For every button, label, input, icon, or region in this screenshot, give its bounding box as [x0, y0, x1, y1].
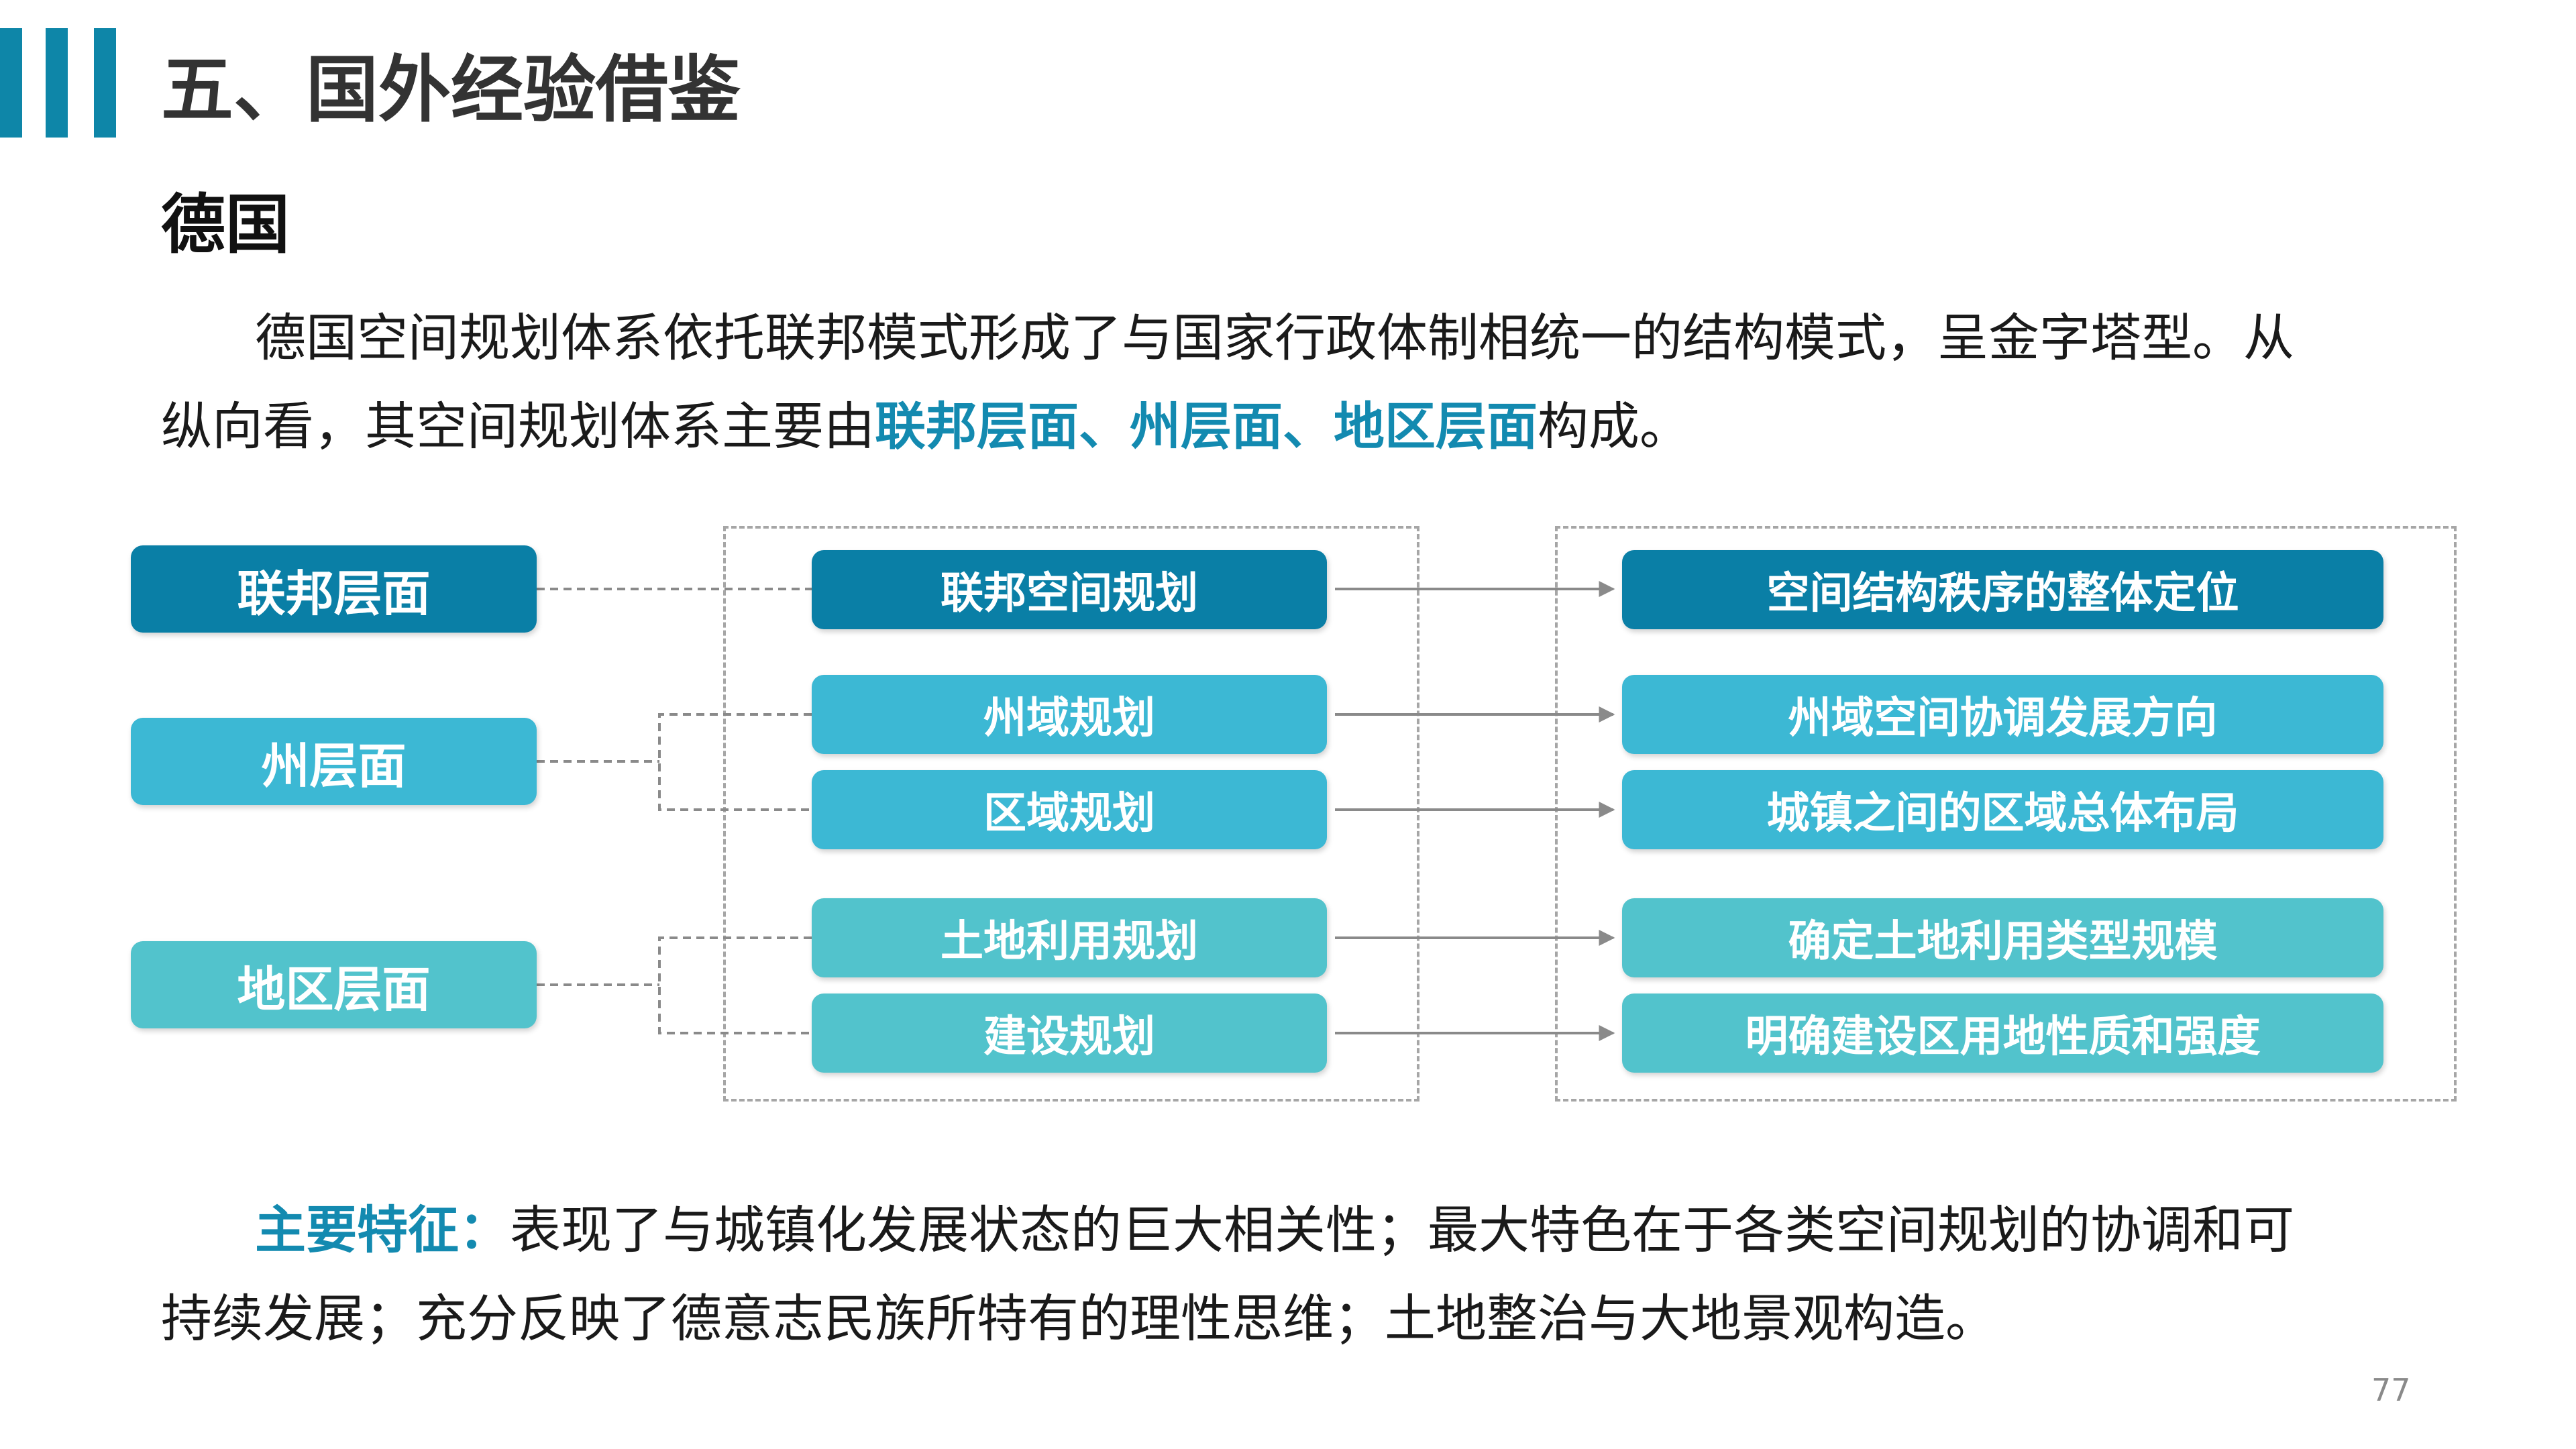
page-number: 77 [2371, 1372, 2411, 1408]
intro-line-2: 纵向看，其空间规划体系主要由联邦层面、州层面、地区层面构成。 [161, 377, 2469, 476]
goal-land-use-scale: 确定土地利用类型规模 [1622, 898, 2383, 977]
goals-frame [1555, 526, 2457, 1102]
title-bar-3 [94, 28, 116, 138]
plan-regional: 区域规划 [812, 770, 1327, 849]
level-federal: 联邦层面 [131, 545, 537, 633]
intro-text-2: 纵向看，其空间规划体系主要由 [161, 396, 875, 456]
intro-text-1: 德国空间规划体系依托联邦模式形成了与国家行政体制相统一的结构模式，呈金字塔型。从 [255, 308, 2294, 368]
plan-state: 州域规划 [812, 675, 1327, 754]
goal-construction-intensity: 明确建设区用地性质和强度 [1622, 994, 2383, 1073]
features-label: 主要特征： [255, 1200, 510, 1260]
goal-state-development: 州域空间协调发展方向 [1622, 675, 2383, 754]
plan-federal-spatial: 联邦空间规划 [812, 550, 1327, 629]
intro-highlight: 联邦层面、州层面、地区层面 [875, 396, 1538, 456]
plan-construction: 建设规划 [812, 994, 1327, 1073]
section-heading: 德国 [161, 187, 290, 262]
goal-spatial-order: 空间结构秩序的整体定位 [1622, 550, 2383, 629]
title-bar-1 [0, 28, 22, 138]
features-text-2: 持续发展；充分反映了德意志民族所特有的理性思维；土地整治与大地景观构造。 [161, 1289, 1996, 1348]
intro-text-3: 构成。 [1538, 396, 1690, 456]
level-state: 州层面 [131, 718, 537, 805]
features-text-1: 表现了与城镇化发展状态的巨大相关性；最大特色在于各类空间规划的协调和可 [510, 1200, 2294, 1260]
page-title: 五、国外经验借鉴 [161, 48, 741, 132]
plans-frame [723, 526, 1419, 1102]
title-bar-2 [46, 28, 68, 138]
features-line-2: 持续发展；充分反映了德意志民族所特有的理性思维；土地整治与大地景观构造。 [161, 1269, 2469, 1368]
goal-regional-layout: 城镇之间的区域总体布局 [1622, 770, 2383, 849]
plan-land-use: 土地利用规划 [812, 898, 1327, 977]
intro-line-1: 德国空间规划体系依托联邦模式形成了与国家行政体制相统一的结构模式，呈金字塔型。从 [161, 288, 2469, 388]
level-region: 地区层面 [131, 941, 537, 1028]
features-line-1: 主要特征：表现了与城镇化发展状态的巨大相关性；最大特色在于各类空间规划的协调和可 [161, 1181, 2469, 1280]
